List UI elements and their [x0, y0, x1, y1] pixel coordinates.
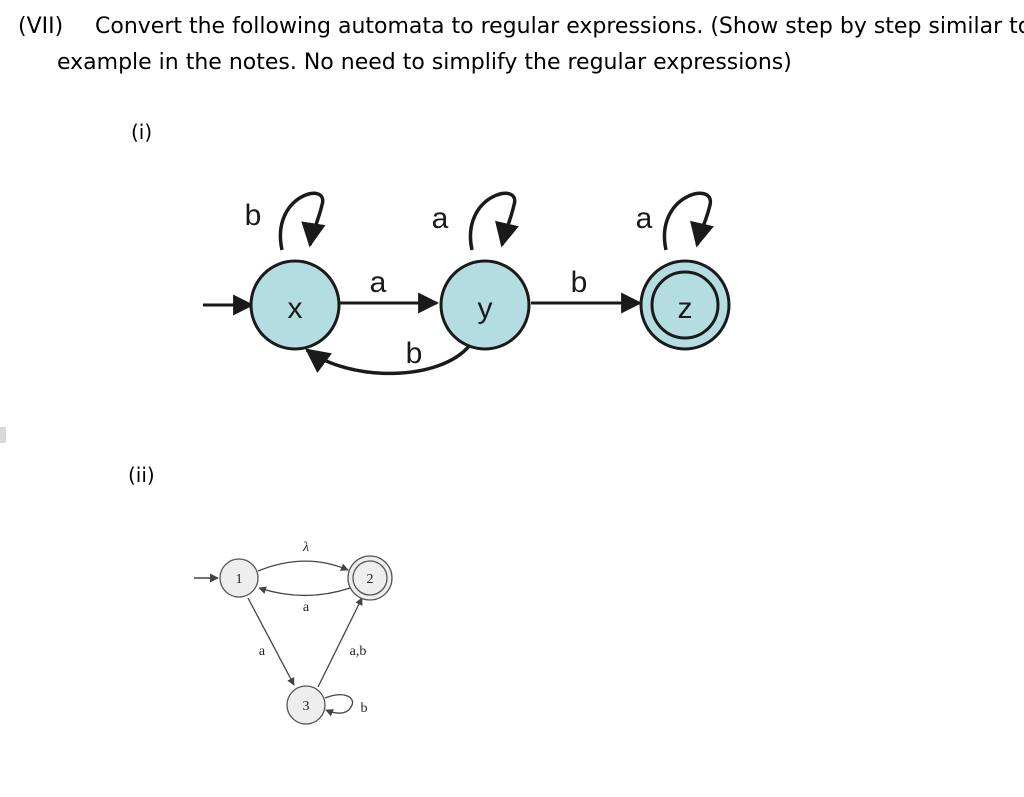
automaton-i: x y z b a a a b b [203, 191, 731, 376]
state-x-label: x [288, 292, 303, 325]
question-text-line-2: example in the notes. No need to simplif… [57, 50, 792, 75]
state-2-label: 2 [367, 572, 374, 587]
state-z [639, 259, 731, 351]
label-loop-x: b [245, 199, 262, 232]
label-3-2: a,b [350, 644, 367, 659]
state-x [249, 259, 341, 351]
question-line-1: (VII) Convert the following automata to r… [18, 14, 1024, 39]
loop-3 [324, 694, 354, 717]
label-1-3: a [259, 644, 266, 659]
part-ii-label: (ii) [128, 463, 155, 487]
state-y [439, 259, 531, 351]
question-text-line-1: Convert the following automata to regula… [95, 14, 1024, 39]
label-y-x: b [406, 337, 423, 370]
margin-mark [0, 427, 6, 443]
loop-y [468, 191, 519, 251]
label-1-2: λ [302, 540, 309, 555]
edge-2-1 [258, 586, 351, 597]
edge-1-2 [257, 560, 349, 572]
state-3 [286, 685, 326, 725]
label-loop-3: b [361, 701, 368, 716]
automaton-ii: 1 2 3 λ a a a,b b [194, 540, 393, 725]
state-z-accept-ring [650, 270, 720, 340]
part-i-label: (i) [131, 120, 153, 144]
loop-x [278, 191, 326, 251]
state-z-label: z [678, 292, 693, 325]
state-3-label: 3 [303, 699, 310, 714]
state-2 [347, 555, 393, 601]
edge-3-2 [317, 597, 363, 688]
label-loop-y: a [432, 202, 449, 235]
state-1 [219, 558, 259, 598]
edge-y-x [305, 343, 472, 376]
state-2-accept-ring [352, 560, 388, 596]
state-y-label: y [478, 292, 493, 325]
loop-z [662, 191, 714, 251]
label-y-z: b [571, 266, 588, 299]
question-number: (VII) [18, 14, 64, 39]
label-loop-z: a [636, 202, 653, 235]
edge-1-3 [247, 597, 295, 686]
state-1-label: 1 [236, 572, 243, 587]
label-x-y: a [370, 266, 387, 299]
label-2-1: a [303, 600, 310, 615]
